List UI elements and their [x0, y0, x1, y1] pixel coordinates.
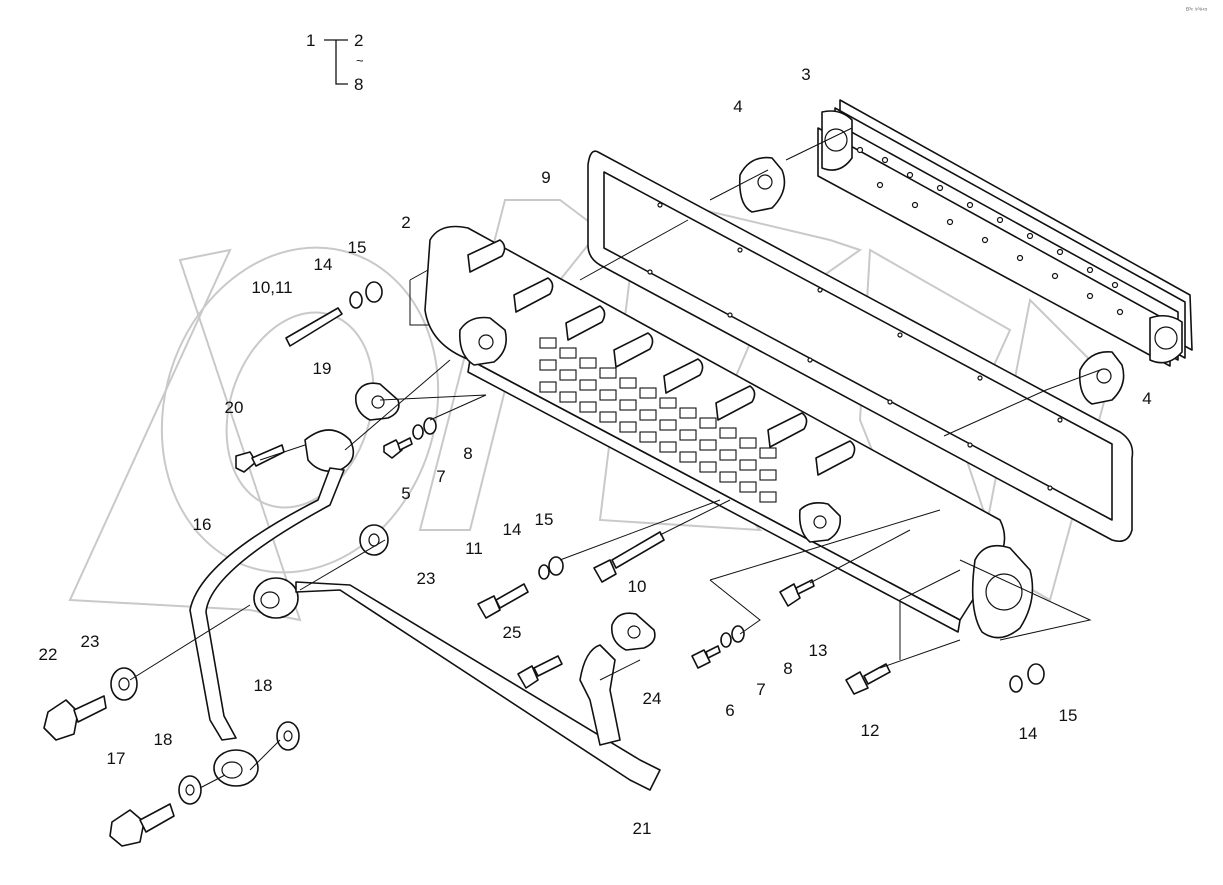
callout-c-12: 12 — [861, 721, 880, 740]
brand-mark: ᴱᴾᶜ ⁹⁰⁸⁴⁵ — [1186, 7, 1208, 14]
legend-first: 2 — [354, 31, 363, 50]
bolt-25 — [517, 655, 563, 689]
callout-c-4b: 4 — [1142, 389, 1151, 408]
callout-c-8a: 8 — [463, 444, 472, 463]
callout-c-17: 17 — [107, 749, 126, 768]
callout-c-19: 19 — [313, 359, 332, 378]
callout-c-15a: 15 — [348, 238, 367, 257]
bolt-6 — [691, 645, 721, 669]
assembly-lines — [129, 127, 1101, 789]
callout-c-16: 16 — [193, 515, 212, 534]
callout-c-18a: 18 — [254, 676, 273, 695]
bolt-11 — [477, 583, 529, 619]
callout-c-1011: 10,11 — [251, 278, 292, 297]
washer-18a — [276, 721, 300, 751]
bolt-12 — [845, 663, 891, 695]
callout-c-14c: 14 — [1019, 724, 1038, 743]
callout-c-13: 13 — [809, 641, 828, 660]
callout-c-11: 11 — [465, 539, 483, 558]
callout-c-7a: 7 — [436, 467, 445, 486]
callout-c-23a: 23 — [417, 569, 436, 588]
bolt-17 — [109, 803, 175, 847]
callout-c-9: 9 — [541, 168, 550, 187]
gasket-19 — [354, 382, 400, 421]
washer-15a — [365, 281, 383, 303]
bolt-22 — [43, 695, 107, 741]
washer-15b — [548, 556, 564, 576]
washer-18b — [178, 775, 202, 805]
washer-7b — [720, 632, 732, 648]
washer-14c — [1009, 675, 1023, 693]
legend-last: 8 — [354, 75, 363, 94]
callout-c-6: 6 — [725, 701, 734, 720]
legend-tilde: ~ — [356, 53, 364, 68]
callout-c-4a: 4 — [733, 97, 742, 116]
callout-c-10: 10 — [628, 577, 647, 596]
callout-c-24: 24 — [643, 689, 662, 708]
washer-14b — [538, 564, 550, 580]
callout-c-3: 3 — [801, 65, 810, 84]
callout-c-7b: 7 — [756, 680, 765, 699]
oil-cooler-core — [817, 99, 1193, 367]
callout-c-21: 21 — [633, 819, 652, 838]
washer-15c — [1027, 663, 1045, 685]
washer-23b — [110, 667, 138, 701]
callout-c-20: 20 — [225, 398, 244, 417]
callout-c-14a: 14 — [314, 255, 333, 274]
callout-c-14b: 14 — [503, 520, 522, 539]
callout-c-23b: 23 — [81, 632, 100, 651]
housing-gasket — [587, 150, 1134, 543]
callout-c-25: 25 — [503, 623, 522, 642]
oil-pipe-16 — [189, 429, 355, 787]
callout-c-15b: 15 — [535, 510, 554, 529]
oil-pipe-21 — [253, 577, 661, 791]
washer-14a — [349, 291, 363, 309]
callout-c-18b: 18 — [154, 730, 173, 749]
bolt-5 — [383, 437, 413, 459]
washer-8b — [731, 625, 745, 643]
washer-23a — [359, 524, 389, 556]
housing-tubes — [467, 239, 856, 476]
callout-c-2: 2 — [401, 213, 410, 232]
cooler-holes — [856, 146, 1124, 316]
callout-c-22: 22 — [39, 645, 58, 664]
callout-c-15c: 15 — [1059, 706, 1078, 725]
callout-c-8b: 8 — [783, 659, 792, 678]
legend-parent: 1 — [306, 31, 315, 50]
gasket-holes — [647, 202, 1063, 491]
washer-7a — [412, 424, 424, 440]
bolt-10-11 — [285, 307, 343, 347]
gasket-lower — [1078, 351, 1125, 405]
housing-grid — [539, 337, 777, 503]
callout-c-5: 5 — [401, 484, 410, 503]
bolt-20 — [235, 444, 285, 473]
bolt-10 — [593, 531, 665, 583]
gasket-upper — [738, 156, 786, 213]
bolt-13 — [779, 579, 815, 607]
legend-bracket: 1 2 ~ 8 — [306, 31, 364, 94]
washer-8a — [423, 417, 437, 435]
gasket-24 — [610, 612, 656, 651]
oil-cooler-housing — [424, 225, 1034, 639]
